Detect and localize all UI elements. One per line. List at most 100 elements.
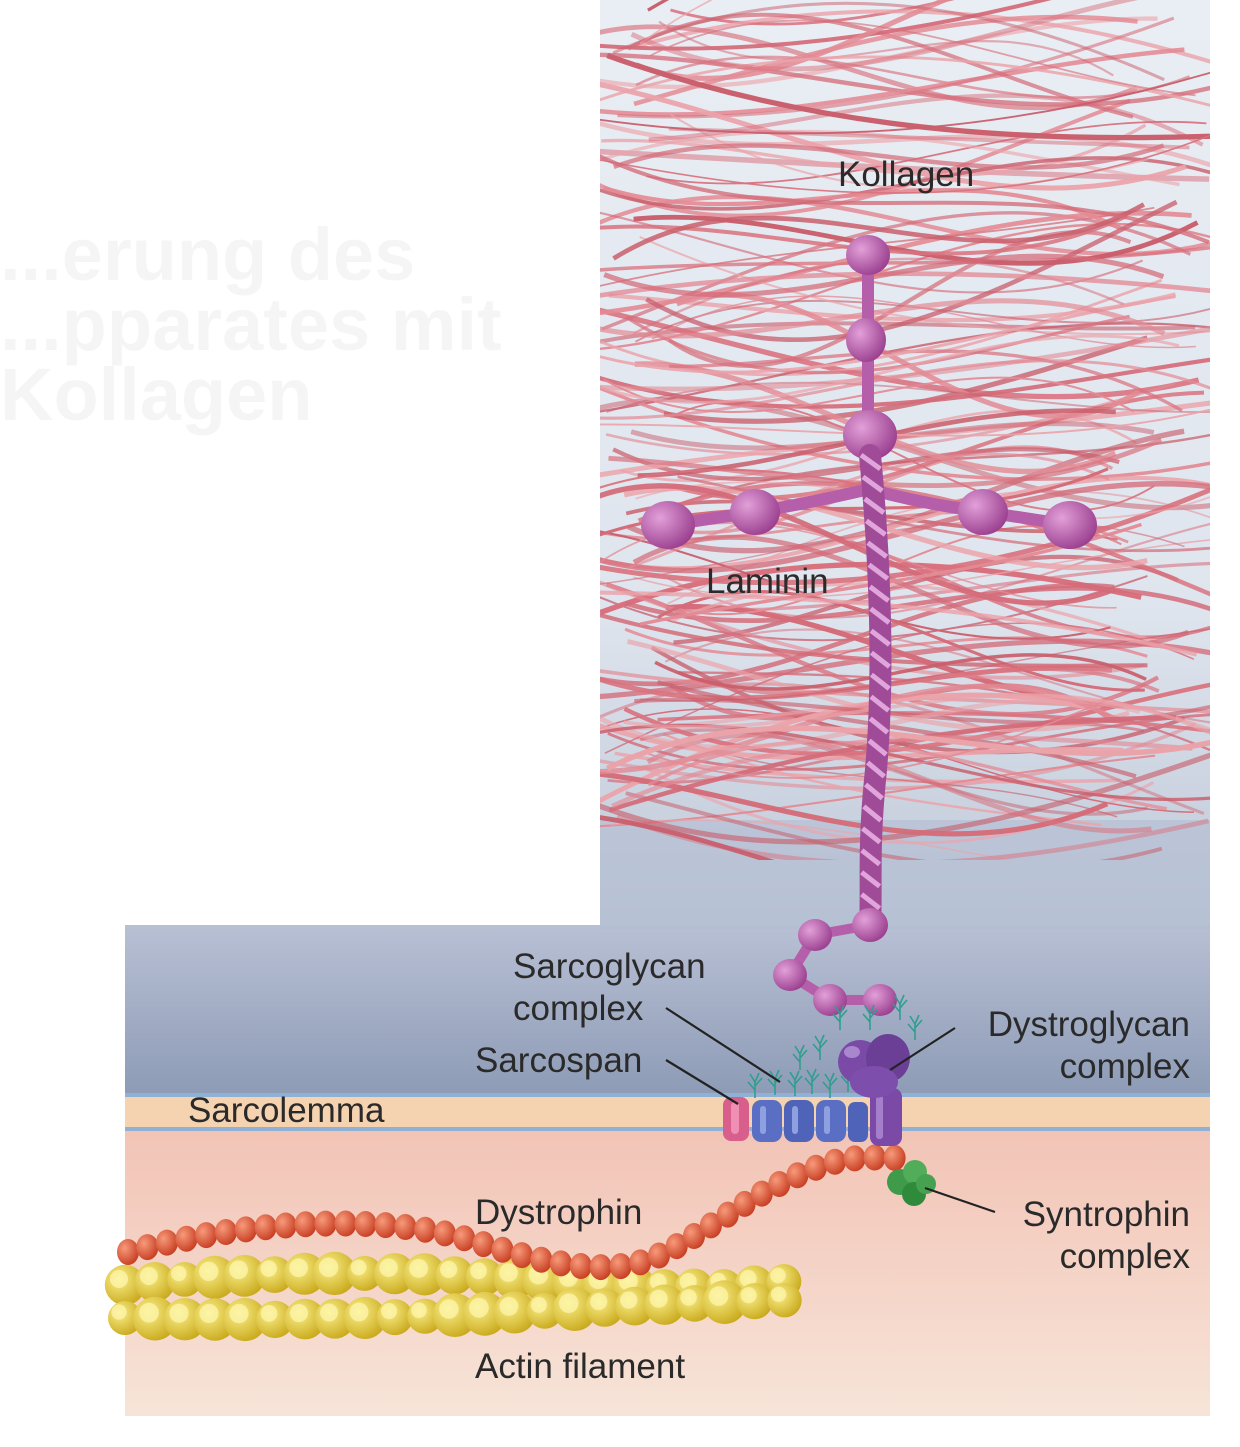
actin-highlight	[499, 1296, 519, 1316]
collagen-fiber	[623, 693, 1210, 736]
collagen-fiber	[600, 590, 1198, 657]
actin-highlight	[411, 1302, 427, 1319]
collagen-fiber	[600, 214, 1128, 256]
glycan-tree	[787, 1070, 803, 1096]
dystrophin-bead	[768, 1171, 791, 1197]
dystrophin-bead	[843, 1145, 866, 1172]
actin-highlight	[740, 1287, 757, 1304]
actin-filament	[104, 1251, 802, 1342]
collagen-fiber	[600, 24, 1138, 111]
collagen-fiber	[605, 725, 1210, 771]
actin-highlight	[260, 1305, 278, 1322]
dystrophin-bead	[716, 1201, 739, 1228]
dystrophin-bead	[414, 1216, 437, 1243]
collagen-fiber	[611, 735, 1193, 809]
dystrophin-bead	[589, 1254, 612, 1281]
dystrophin-bead	[472, 1231, 495, 1258]
watermark-line-3: Kollagen	[0, 353, 312, 436]
dystrophin-bead	[175, 1225, 198, 1252]
collagen-fiber	[600, 359, 1210, 420]
glycan-tree	[767, 1069, 783, 1095]
actin-highlight	[170, 1265, 187, 1282]
dystrophin-bead	[629, 1249, 652, 1276]
dystrophin-bead	[234, 1216, 257, 1243]
actin-highlight	[439, 1299, 459, 1319]
actin-highlight	[260, 1260, 277, 1277]
collagen-fiber	[650, 19, 1196, 97]
label-sarcolemma: Sarcolemma	[188, 1091, 385, 1130]
collagen-fiber	[658, 20, 1114, 77]
collagen-fiber	[657, 680, 1137, 779]
collagen-fiber	[639, 0, 714, 45]
collagen-fiber	[663, 335, 1149, 424]
collagen-fiber	[602, 185, 1121, 230]
glycan-tree	[812, 1034, 828, 1060]
dystrophin-bead	[195, 1222, 218, 1249]
collagen-fiber	[640, 628, 1210, 702]
actin-highlight	[350, 1259, 367, 1276]
collagen-fiber	[600, 752, 1210, 845]
dystrophin-bead	[254, 1214, 277, 1241]
actin-highlight	[499, 1263, 518, 1282]
collagen-fiber	[600, 245, 1210, 272]
laminin-molecule	[641, 235, 1097, 1016]
actin-highlight	[139, 1302, 159, 1323]
dystrophin-bead	[155, 1229, 178, 1256]
glycan-tree	[822, 1072, 838, 1098]
collagen-fiber	[600, 82, 1187, 191]
glycan-tree	[892, 994, 908, 1020]
label-dystrophin: Dystrophin	[475, 1193, 642, 1232]
collagen-fiber	[600, 408, 1210, 437]
dystrophin-bead	[394, 1214, 417, 1240]
collagen-fiber	[603, 253, 1165, 298]
dystrophin-bead	[648, 1242, 670, 1269]
collagen-fiber	[600, 483, 1116, 606]
collagen-fiber	[600, 580, 1145, 680]
glycan-tree	[792, 1044, 808, 1070]
collagen-fiber	[600, 334, 1180, 404]
actin-monomer	[767, 1283, 802, 1318]
dystrophin-bead	[294, 1211, 317, 1238]
label-sarcospan: Sarcospan	[475, 1041, 642, 1080]
label-kollagen: Kollagen	[838, 155, 974, 194]
collagen-fiber	[612, 202, 1146, 261]
dystrophin-bead	[883, 1144, 906, 1171]
dystrophin-bead	[314, 1210, 337, 1237]
collagen-fiber	[677, 667, 1160, 696]
dystrophin-bead	[549, 1250, 572, 1277]
collagen-fiber	[617, 16, 1175, 119]
actin-highlight	[559, 1293, 579, 1313]
collagen-fiber	[669, 349, 1183, 413]
glycan-tree	[747, 1072, 763, 1098]
dystrophin-chain	[117, 1144, 906, 1281]
sarcospan	[723, 1097, 749, 1141]
label-sarcoglycan-line2: complex	[513, 989, 644, 1028]
collagen-fiber	[600, 481, 1210, 574]
dystroglycan-complex	[838, 1034, 910, 1146]
actin-highlight	[770, 1286, 787, 1303]
dystrophin-bead	[699, 1212, 722, 1239]
dystrophin-bead	[136, 1234, 159, 1261]
actin-highlight	[530, 1296, 547, 1313]
glycan-tree	[862, 1004, 878, 1030]
label-dystroglycan-line1: Dystroglycan	[988, 1005, 1190, 1044]
actin-highlight	[229, 1260, 249, 1280]
dystrophin-bead	[569, 1253, 592, 1279]
dystrophin-bead	[354, 1211, 377, 1237]
collagen-fiber	[600, 0, 1052, 51]
collagen-fiber	[600, 271, 1210, 298]
collagen-fiber	[645, 199, 1178, 343]
actin-highlight	[289, 1304, 309, 1323]
collagen-fiber	[600, 71, 1210, 135]
collagen-fiber	[625, 791, 1163, 860]
dystrophin-bead	[433, 1220, 456, 1247]
actin-highlight	[111, 1304, 127, 1320]
glycan-tree	[907, 1014, 923, 1040]
label-laminin: Laminin	[706, 562, 829, 601]
actin-highlight	[139, 1267, 158, 1285]
glycan-tree	[804, 1068, 820, 1094]
actin-highlight	[649, 1289, 668, 1308]
glycan-chains	[747, 994, 923, 1098]
collagen-fiber	[608, 715, 1176, 813]
collagen-fiber	[630, 0, 1139, 72]
